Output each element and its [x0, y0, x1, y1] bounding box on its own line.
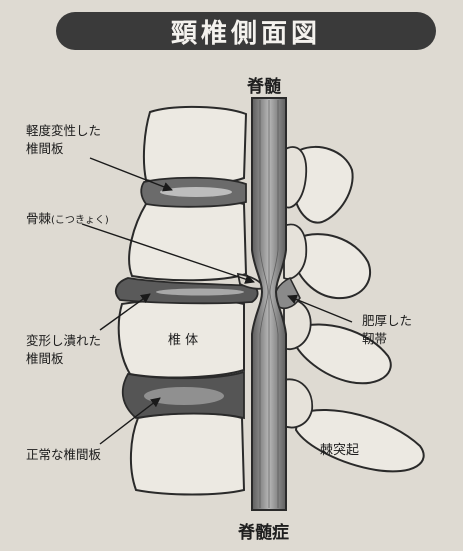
mild-disc-label: 軽度変性した 椎間板 [26, 122, 101, 158]
spinous-process-label: 棘突起 [320, 442, 359, 461]
vertebra-4 [131, 414, 244, 495]
vertebra-1 [144, 107, 246, 184]
diagram-title: 頸椎側面図 [56, 12, 436, 50]
osteophyte-label: 骨棘(こつきょく) [26, 210, 109, 229]
vertebral-body-label: 椎 体 [168, 332, 198, 351]
thickened-ligament-label-line1: 肥厚した [362, 312, 412, 330]
osteophyte-label-reading: (こつきょく) [51, 215, 109, 226]
spinal-cord-label: 脊髄 [247, 72, 281, 97]
normal-disc-label: 正常な椎間板 [26, 446, 101, 464]
deformed-disc-label-line1: 変形し潰れた [26, 332, 101, 350]
deformed-disc-label: 変形し潰れた 椎間板 [26, 332, 101, 368]
myelopathy-label: 脊髄症 [238, 518, 289, 543]
mild-disc-label-line2: 椎間板 [26, 140, 101, 158]
deformed-disc-label-line2: 椎間板 [26, 350, 101, 368]
thickened-ligament-label-line2: 靭帯 [362, 330, 412, 348]
spinous-processes [294, 147, 424, 471]
vertebra-2 [129, 200, 246, 281]
mild-disc-label-line1: 軽度変性した [26, 122, 101, 140]
osteophyte-label-term: 骨棘 [26, 211, 51, 226]
spinous-process-4 [296, 410, 424, 471]
thickened-ligament-label: 肥厚した 靭帯 [362, 312, 412, 348]
